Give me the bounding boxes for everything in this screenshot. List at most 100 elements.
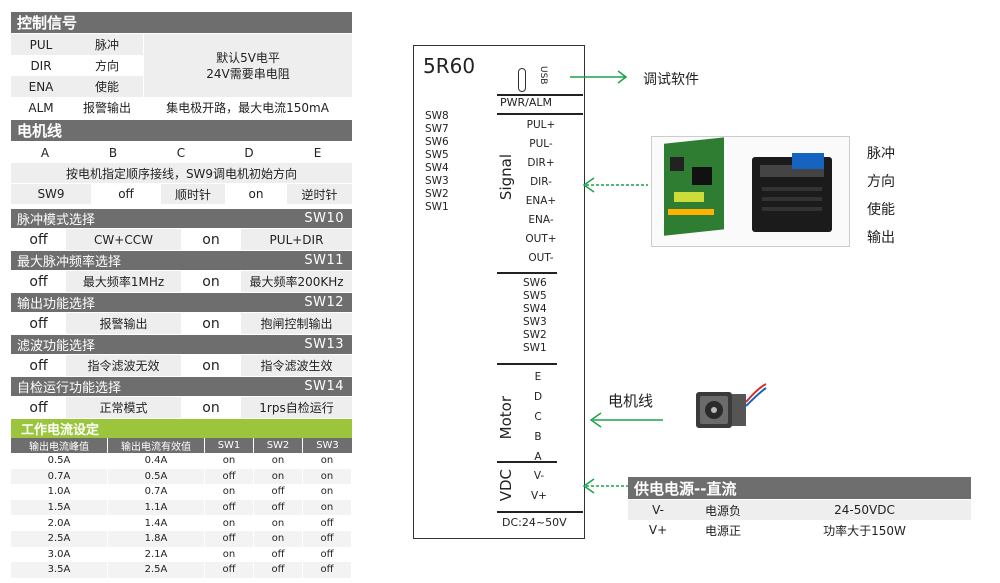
signal-func: 脉冲 xyxy=(94,38,119,52)
motor-letter: B xyxy=(108,146,118,160)
current-table-cell: off xyxy=(254,546,303,563)
current-table-cell: on xyxy=(205,453,254,469)
current-table-cell: on xyxy=(303,484,352,500)
vdc-label: VDC xyxy=(497,469,515,502)
divider xyxy=(497,363,557,365)
dc-range-label: DC:24~50V xyxy=(502,516,567,529)
power-desc: 功率大于150W xyxy=(823,523,906,538)
current-table-cell: on xyxy=(205,484,254,500)
motor-line-note: 按电机指定顺序接线，SW9调电机初始方向 xyxy=(11,163,352,183)
controller-signal-label: 脉冲 xyxy=(867,146,895,162)
current-table-cell: off xyxy=(254,484,303,500)
controller-photo xyxy=(651,136,850,247)
alm-name: ALM xyxy=(28,100,54,115)
debug-software-label: 调试软件 xyxy=(643,72,699,88)
current-table-cell: 2.1A xyxy=(108,546,205,563)
signal-pin: DIR- xyxy=(530,176,552,188)
alm-row: ALM 报警输出 集电极开路，最大电流150mA xyxy=(11,97,352,118)
switch-off: off xyxy=(29,399,48,416)
th-peak: 输出电流峰值 xyxy=(11,438,108,453)
note-line-1: 默认5V电平 xyxy=(216,50,280,65)
motor-pin: C xyxy=(534,411,542,423)
signal-arrow xyxy=(582,177,648,193)
power-name: 电源正 xyxy=(704,523,741,538)
current-table-cell: 3.5A xyxy=(11,562,108,578)
pcb-board-icon xyxy=(664,137,832,236)
power-name: 电源负 xyxy=(704,503,741,518)
current-table-cell: off xyxy=(254,562,303,578)
th-rms: 输出电流有效值 xyxy=(108,438,205,453)
divider xyxy=(497,511,583,513)
current-table-cell: on xyxy=(303,468,352,485)
switch-off-desc: 正常模式 xyxy=(66,397,181,418)
switch-off: off xyxy=(29,273,48,290)
vdc-pin: V+ xyxy=(531,490,547,502)
current-table-cell: off xyxy=(303,515,352,531)
dip-switch-label: SW4 xyxy=(425,162,449,174)
current-table-cell: off xyxy=(303,546,352,563)
dip-switch-label: SW2 xyxy=(523,329,547,341)
switch-on: on xyxy=(202,231,220,248)
switch-on: on xyxy=(202,399,220,416)
dip-switch-label: SW3 xyxy=(425,175,449,187)
power-row-vminus: V- 电源负 24-50VDC xyxy=(628,500,971,520)
power-arrow xyxy=(582,478,628,494)
usb-arrow xyxy=(570,70,628,84)
switch-section-title: 滤波功能选择 xyxy=(17,339,96,354)
motor-cable-label: 电机线 xyxy=(608,392,654,410)
current-table-cell: off xyxy=(254,499,303,516)
dip-switch-label: SW2 xyxy=(425,188,449,200)
motor-letter: A xyxy=(40,146,50,160)
switch-on-desc: 最大频率200KHz xyxy=(241,271,352,292)
current-table-cell: 0.5A xyxy=(11,453,108,469)
sw9-row: SW9 off 顺时针 on 逆时针 xyxy=(11,184,352,204)
signal-name: PUL xyxy=(29,37,53,52)
driver-model: 5R60 xyxy=(423,54,476,78)
dip-switch-label: SW4 xyxy=(523,303,547,315)
alm-note: 集电极开路，最大电流150mA xyxy=(166,101,329,115)
current-table-cell: 0.7A xyxy=(108,484,205,500)
usb-port-icon xyxy=(518,68,526,92)
current-table-cell: off xyxy=(303,530,352,547)
motor-pin: D xyxy=(533,391,543,403)
current-table-cell: 2.0A xyxy=(11,515,108,531)
current-table-cell: on xyxy=(254,468,303,485)
stepper-motor-icon xyxy=(696,383,767,428)
vdc-pin: V- xyxy=(533,470,545,482)
current-table-cell: on xyxy=(205,546,254,563)
switch-code: SW10 xyxy=(304,211,344,226)
divider xyxy=(497,461,557,463)
motor-letters-row: A B C D E xyxy=(11,143,352,163)
power-row-vplus: V+ 电源正 功率大于150W xyxy=(628,520,971,540)
motor-letter: C xyxy=(176,146,186,160)
dip-switch-label: SW7 xyxy=(425,123,449,135)
switch-off-desc: 报警输出 xyxy=(66,313,181,334)
motor-label: Motor xyxy=(497,396,515,440)
motor-arrow xyxy=(589,412,663,428)
motor-pin: E xyxy=(534,371,542,383)
dip-switch-label: SW5 xyxy=(425,149,449,161)
current-table-cell: off xyxy=(205,468,254,485)
sw9-on-desc: 逆时针 xyxy=(287,184,352,204)
signal-pin: ENA+ xyxy=(525,195,557,207)
switch-on-desc: 指令滤波生效 xyxy=(241,355,352,376)
switch-on: on xyxy=(202,315,220,332)
sw9-label: SW9 xyxy=(11,184,91,204)
note-line-2: 24V需要串电阻 xyxy=(206,66,290,81)
current-table-cell: on xyxy=(205,515,254,531)
switch-off: off xyxy=(29,315,48,332)
signal-row-ena: ENA 使能 xyxy=(11,76,143,97)
switch-code: SW13 xyxy=(304,337,344,352)
power-title: 供电电源--直流 xyxy=(634,479,737,498)
motor-letter: E xyxy=(313,146,322,160)
dip-switch-label: SW5 xyxy=(523,290,547,302)
signal-pin-list: PUL+PUL-DIR+DIR-ENA+ENA-OUT+OUT- xyxy=(518,116,564,268)
